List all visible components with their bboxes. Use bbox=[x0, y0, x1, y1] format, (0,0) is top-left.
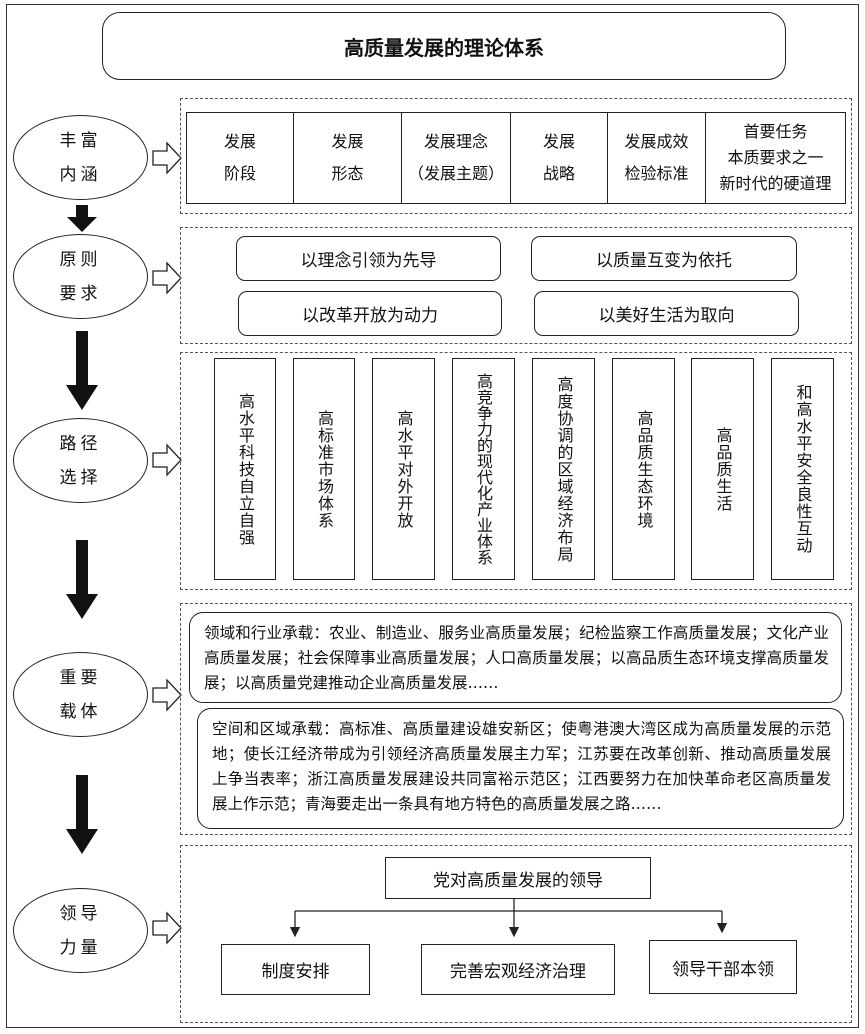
section-label-line1: 原则 bbox=[59, 249, 102, 270]
down-arrow-icon bbox=[67, 205, 97, 232]
section-label-line2: 力量 bbox=[59, 937, 102, 958]
open-arrow-icon bbox=[152, 911, 182, 945]
connotation-cell-concept: 发展理念 （发展主题） bbox=[402, 113, 511, 203]
cell-text: 发展成效 bbox=[624, 132, 689, 151]
principle-box: 以质量互变为依托 bbox=[531, 236, 797, 281]
path-column: 高品质生态环境 bbox=[612, 358, 675, 580]
down-arrow-icon bbox=[66, 775, 98, 854]
open-arrow-icon bbox=[152, 443, 182, 477]
path-column: 高度协调的区域经济布局 bbox=[532, 358, 595, 580]
path-column-text: 高标准市场体系 bbox=[315, 409, 334, 529]
cell-text: 检验标准 bbox=[624, 164, 689, 183]
principle-box: 以美好生活为取向 bbox=[534, 291, 799, 336]
section-label-line2: 载体 bbox=[59, 701, 102, 722]
diagram-title: 高质量发展的理论体系 bbox=[102, 12, 786, 80]
cell-text: 阶段 bbox=[223, 164, 256, 183]
section-label-line1: 重要 bbox=[59, 667, 102, 688]
section-panel-rich-connotation bbox=[180, 98, 852, 214]
down-arrow-icon bbox=[66, 331, 98, 410]
section-label-principles: 原则 要求 bbox=[13, 234, 148, 319]
connotation-cell-strategy: 发展 战略 bbox=[511, 113, 608, 203]
path-column: 高品质生活 bbox=[691, 358, 754, 580]
section-label-leadership: 领导 力量 bbox=[13, 888, 148, 973]
cell-text: 首要任务 bbox=[743, 122, 808, 141]
principle-box: 以理念引领为先导 bbox=[236, 236, 501, 281]
open-arrow-icon bbox=[152, 261, 182, 295]
section-label-path: 路径 选择 bbox=[13, 418, 148, 503]
section-panel-leadership bbox=[180, 845, 852, 1023]
section-panel-carrier bbox=[180, 603, 852, 835]
section-panel-principles bbox=[180, 227, 852, 344]
path-column: 高水平对外开放 bbox=[372, 358, 435, 580]
connotation-cell-form: 发展 形态 bbox=[294, 113, 402, 203]
section-panel-path bbox=[180, 352, 852, 590]
path-column-text: 高水平科技自立自强 bbox=[236, 392, 255, 546]
section-label-line1: 丰富 bbox=[59, 130, 102, 151]
carrier-paragraph-industry: 领域和行业承载：农业、制造业、服务业高质量发展；纪检监察工作高质量发展；文化产业… bbox=[189, 612, 842, 703]
path-column: 高竞争力的现代化产业体系 bbox=[452, 358, 515, 580]
cell-text: 战略 bbox=[542, 164, 575, 183]
down-arrow-icon bbox=[66, 540, 98, 619]
path-column: 高标准市场体系 bbox=[293, 358, 355, 580]
leadership-box-macro-governance: 完善宏观经济治理 bbox=[421, 944, 615, 995]
path-column-text: 高竞争力的现代化产业体系 bbox=[474, 373, 493, 565]
leadership-top-box: 党对高质量发展的领导 bbox=[385, 857, 651, 899]
path-column-text: 高品质生活 bbox=[713, 426, 733, 512]
cell-text: 新时代的硬道理 bbox=[719, 174, 832, 193]
carrier-paragraph-region: 空间和区域承载：高标准、高质量建设雄安新区；使粤港澳大湾区成为高质量发展的示范地… bbox=[197, 708, 844, 829]
open-arrow-icon bbox=[152, 678, 182, 712]
path-column: 和高水平安全良性互动 bbox=[771, 358, 834, 580]
diagram-frame bbox=[6, 4, 859, 1028]
section-label-line2: 选择 bbox=[59, 467, 102, 488]
path-column-text: 高度协调的区域经济布局 bbox=[554, 375, 574, 563]
section-label-carrier: 重要 载体 bbox=[13, 652, 148, 737]
connotation-cell-task: 首要任务 本质要求之一 新时代的硬道理 bbox=[706, 113, 845, 203]
leadership-box-cadre-ability: 领导干部本领 bbox=[649, 940, 797, 994]
section-label-line1: 领导 bbox=[59, 903, 102, 924]
path-column-text: 和高水平安全良性互动 bbox=[793, 384, 813, 554]
cell-text: 本质要求之一 bbox=[727, 148, 824, 167]
section-label-rich-connotation: 丰富 内涵 bbox=[13, 115, 148, 200]
leadership-box-institution: 制度安排 bbox=[221, 944, 370, 995]
path-column-text: 高品质生态环境 bbox=[634, 409, 654, 529]
connotation-cell-stage: 发展 阶段 bbox=[187, 113, 294, 203]
cell-text: 发展 bbox=[331, 132, 364, 151]
connotation-cell-standard: 发展成效 检验标准 bbox=[608, 113, 706, 203]
cell-text: 发展 bbox=[223, 132, 256, 151]
path-column: 高水平科技自立自强 bbox=[214, 358, 276, 580]
open-arrow-icon bbox=[152, 141, 182, 175]
cell-text: 发展理念 bbox=[423, 132, 488, 151]
cell-text: 发展 bbox=[542, 132, 575, 151]
path-column-text: 高水平对外开放 bbox=[394, 409, 414, 529]
principle-box: 以改革开放为动力 bbox=[238, 291, 502, 336]
section-label-line1: 路径 bbox=[59, 433, 102, 454]
section-label-line2: 要求 bbox=[59, 283, 102, 304]
cell-text: （发展主题） bbox=[407, 164, 504, 183]
section-label-line2: 内涵 bbox=[59, 164, 102, 185]
cell-text: 形态 bbox=[331, 164, 364, 183]
connotation-table: 发展 阶段 发展 形态 发展理念 （发展主题） 发展 战略 发展成效 检验标准 … bbox=[186, 112, 846, 204]
